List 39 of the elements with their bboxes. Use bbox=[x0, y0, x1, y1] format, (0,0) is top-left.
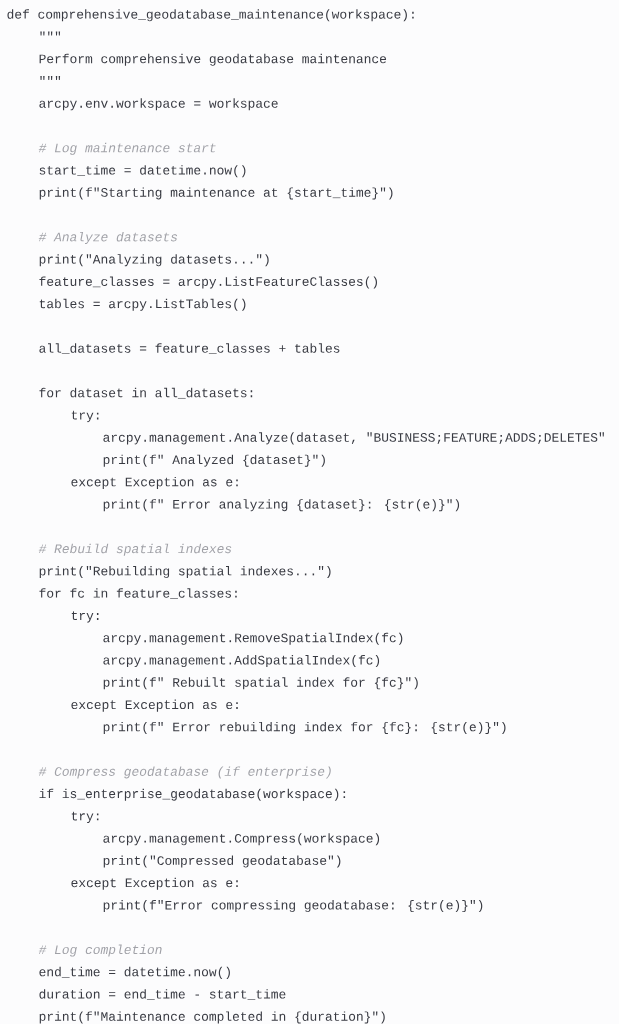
code-line: all_datasets = feature_classes + tables bbox=[39, 343, 340, 354]
code-line: print(f" Error analyzing {dataset}: {str(e)}") bbox=[103, 499, 460, 512]
code-line: Perform comprehensive geodatabase maintenance bbox=[39, 53, 387, 66]
code-line: arcpy.management.RemoveSpatialIndex(fc) bbox=[103, 632, 403, 645]
code-line: try: bbox=[71, 410, 99, 423]
code-line: def comprehensive_geodatabase_maintenance(workspace): bbox=[7, 9, 414, 22]
code-line: print(f"Maintenance completed in {duration}") bbox=[39, 1011, 385, 1024]
code-line: """ bbox=[40, 76, 61, 81]
code-comment: # Compress geodatabase (if enterprise) bbox=[38, 766, 331, 779]
code-line: arcpy.env.workspace = workspace bbox=[39, 98, 278, 111]
code-line: if is_enterprise_geodatabase(workspace): bbox=[39, 788, 346, 801]
code-line: except Exception as e: bbox=[71, 699, 238, 712]
code-comment: # Log maintenance start bbox=[38, 142, 216, 155]
code-line: print("Compressed geodatabase") bbox=[103, 855, 341, 868]
code-line: print("Rebuilding spatial indexes...") bbox=[39, 566, 331, 578]
code-line: print(f" Rebuilt spatial index for {fc}") bbox=[103, 677, 418, 690]
code-line: arcpy.management.AddSpatialIndex(fc) bbox=[103, 655, 380, 668]
code-line: except Exception as e: bbox=[71, 877, 238, 890]
code-line: except Exception as e: bbox=[71, 476, 238, 489]
code-line: feature_classes = arcpy.ListFeatureClasses() bbox=[39, 276, 377, 289]
code-line: arcpy.management.Analyze(dataset, "BUSINESS;FEATURE;ADDS;DELETES" bbox=[103, 432, 604, 445]
code-line: """ bbox=[40, 31, 61, 36]
code-line: duration = end_time - start_time bbox=[39, 989, 286, 1000]
code-line: tables = arcpy.ListTables() bbox=[39, 298, 246, 311]
code-line: print("Analyzing datasets...") bbox=[39, 254, 269, 267]
code-line: try: bbox=[71, 611, 99, 623]
code-line: end_time = datetime.now() bbox=[39, 966, 230, 979]
code-line: print(f" Analyzed {dataset}") bbox=[103, 454, 325, 467]
code-line: arcpy.management.Compress(workspace) bbox=[103, 833, 380, 846]
code-comment: # Rebuild spatial indexes bbox=[38, 543, 232, 556]
code-comment: # Analyze datasets bbox=[38, 231, 178, 244]
code-line: print(f"Starting maintenance at {start_time}") bbox=[39, 187, 393, 200]
code-line: start_time = datetime.now() bbox=[39, 165, 246, 178]
code-line: print(f" Error rebuilding index for {fc}: {str(e)}") bbox=[103, 721, 506, 734]
code-line: for dataset in all_datasets: bbox=[39, 387, 253, 399]
code-line: for fc in feature_classes: bbox=[39, 588, 237, 599]
code-line: print(f"Error compressing geodatabase: {str(e)}") bbox=[103, 900, 483, 913]
code-line: try: bbox=[71, 811, 99, 823]
code-comment: # Log completion bbox=[38, 944, 162, 957]
